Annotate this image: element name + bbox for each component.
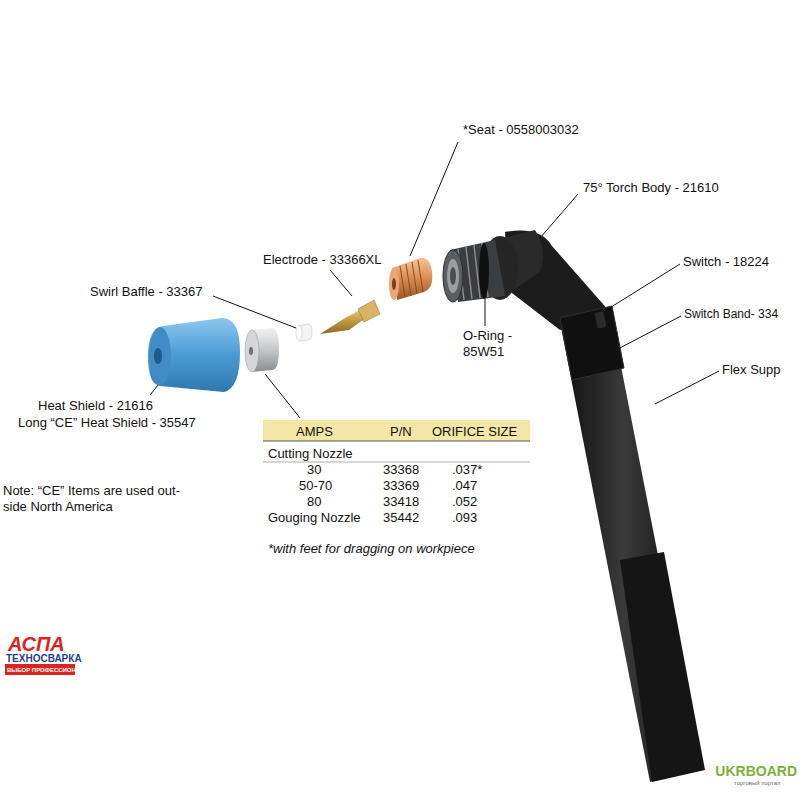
table-cell: .047 [452, 478, 477, 494]
part-label: Switch - 18224 [683, 254, 769, 270]
table-header: ORIFICE SIZE [432, 424, 517, 440]
table-cell: 30 [307, 462, 321, 478]
part-label: *Seat - 0558003032 [463, 122, 579, 138]
table-header: AMPS [296, 424, 333, 440]
part-label: Swirl Baffle - 33367 [90, 284, 203, 300]
logo-text: ТЕХНОСВАРКА [6, 652, 82, 665]
table-cell: 80 [307, 494, 321, 510]
table-cell: 33418 [383, 494, 419, 510]
cutting-nozzle [245, 328, 279, 372]
watermark: UKRBOARD [715, 762, 797, 780]
table-cell: 35442 [383, 510, 419, 526]
table-cell: Cutting Nozzle [268, 446, 353, 462]
table-cell: .093 [452, 510, 477, 526]
part-label: Flex Supp [722, 362, 781, 378]
seat [389, 258, 432, 300]
watermark: торговый портал [734, 779, 781, 787]
table-cell: .052 [452, 494, 477, 510]
table-rule [263, 441, 530, 442]
table-cell: Gouging Nozzle [268, 510, 361, 526]
part-label: 75° Torch Body - 21610 [583, 180, 719, 196]
note-text: Note: “CE” Items are used out- side Nort… [3, 483, 203, 515]
table-cell: 50-70 [299, 478, 332, 494]
heat-shield [148, 318, 240, 392]
table-cell: 33369 [383, 478, 419, 494]
swirl-baffle [296, 324, 312, 341]
part-label: Switch Band- 334 [684, 307, 778, 322]
table-header: P/N [390, 424, 412, 440]
part-label: O-Ring - 85W51 [463, 328, 527, 360]
part-label: Electrode - 33366XL [263, 252, 382, 268]
footnote: *with feet for dragging on workpiece [268, 541, 475, 557]
electrode [320, 300, 380, 334]
table-cell: 33368 [383, 462, 419, 478]
table-header-band [263, 420, 530, 441]
part-label: Heat Shield - 21616 [38, 398, 153, 414]
part-label: Long “CE” Heat Shield - 35547 [18, 415, 196, 431]
table-cell: .037* [452, 462, 482, 478]
torch-body [443, 230, 705, 782]
logo-text: ВЫБОР ПРОФЕССИОНАЛОВ [7, 665, 93, 675]
